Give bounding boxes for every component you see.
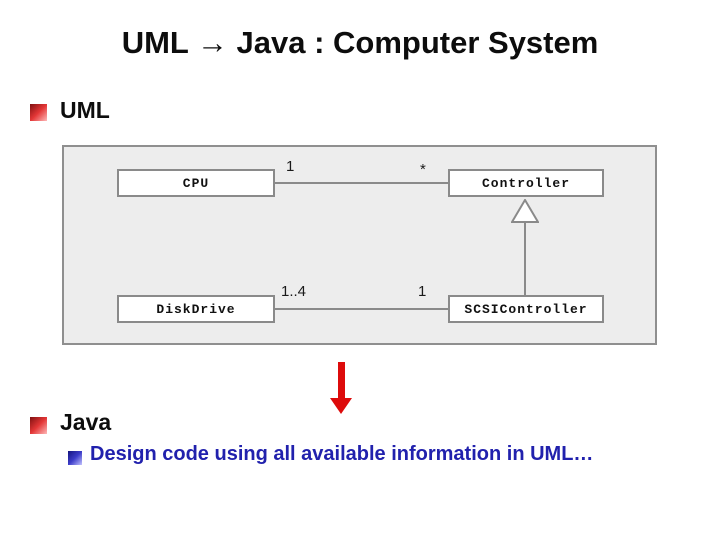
association-line-diskdrive-scsi	[275, 308, 448, 310]
class-box-diskdrive: DiskDrive	[117, 295, 275, 323]
slide-title: UML → Java : Computer System	[121, 25, 599, 60]
class-box-scsicontroller: SCSIController	[448, 295, 604, 323]
multiplicity-scsi: 1	[418, 283, 427, 300]
generalization-triangle-icon	[511, 199, 539, 223]
bullet-square-red-icon	[30, 104, 47, 121]
bullet-java-label: Java	[60, 409, 112, 435]
down-arrow-icon	[330, 362, 352, 414]
class-box-controller: Controller	[448, 169, 604, 197]
bullet-square-blue-icon	[68, 451, 82, 465]
class-box-cpu: CPU	[117, 169, 275, 197]
multiplicity-cpu: 1	[286, 158, 295, 175]
sub-bullet-java-text: Design code using all available informat…	[90, 443, 594, 465]
generalization-line	[524, 222, 526, 295]
bullet-uml-label: UML	[60, 97, 110, 123]
class-name-diskdrive: DiskDrive	[156, 301, 236, 317]
bullet-square-red-icon	[30, 417, 47, 434]
class-name-cpu: CPU	[182, 175, 210, 191]
class-name-controller: Controller	[481, 175, 570, 191]
uml-diagram-panel: CPU Controller DiskDrive SCSIController …	[62, 145, 657, 345]
multiplicity-diskdrive: 1..4	[281, 283, 307, 300]
multiplicity-controller: *	[420, 161, 426, 178]
association-line-cpu-controller	[275, 182, 448, 184]
class-name-scsicontroller: SCSIController	[464, 301, 588, 317]
